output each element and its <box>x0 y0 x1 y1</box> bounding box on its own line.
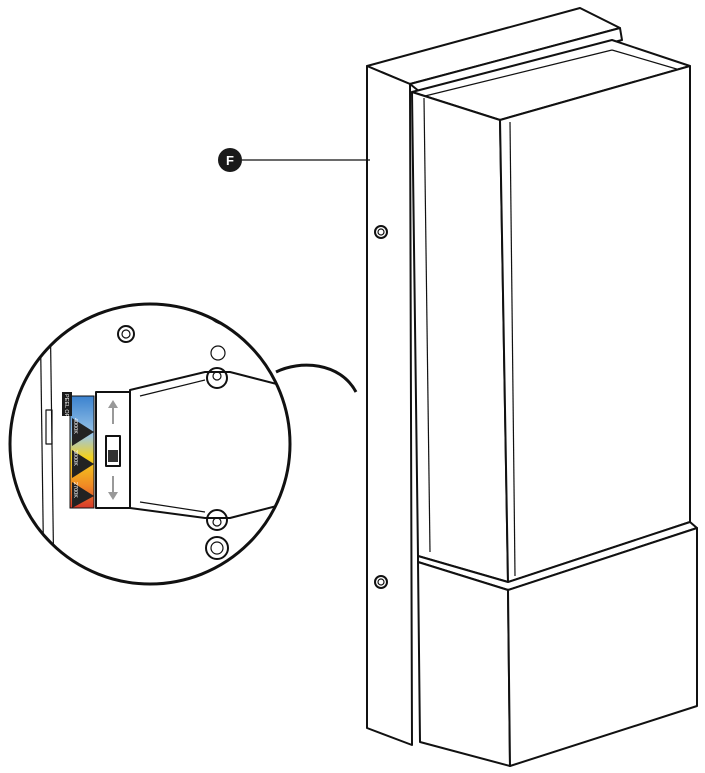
screw-bottom <box>205 536 229 560</box>
base-block <box>417 521 698 767</box>
magnified-detail: PEEL OFF 4000K 3000K 2700K <box>8 302 292 586</box>
mount-hole-bottom <box>374 575 388 589</box>
fixture-housing <box>411 39 691 583</box>
callout-badge <box>218 148 242 172</box>
screw-top <box>210 345 226 361</box>
cct-option-2: 3000K <box>72 450 78 466</box>
peel-off-label: PEEL OFF <box>63 394 69 421</box>
back-plate <box>366 7 623 746</box>
cct-option-3: 2700K <box>72 482 78 498</box>
callout-letter: F <box>226 153 234 168</box>
cct-option-1: 4000K <box>72 418 78 434</box>
magnifier-ring <box>8 302 292 586</box>
magnifier-leader <box>275 363 358 393</box>
mount-hole-top <box>374 225 388 239</box>
callout-f: F <box>218 148 370 172</box>
screw-top-left <box>117 325 135 343</box>
